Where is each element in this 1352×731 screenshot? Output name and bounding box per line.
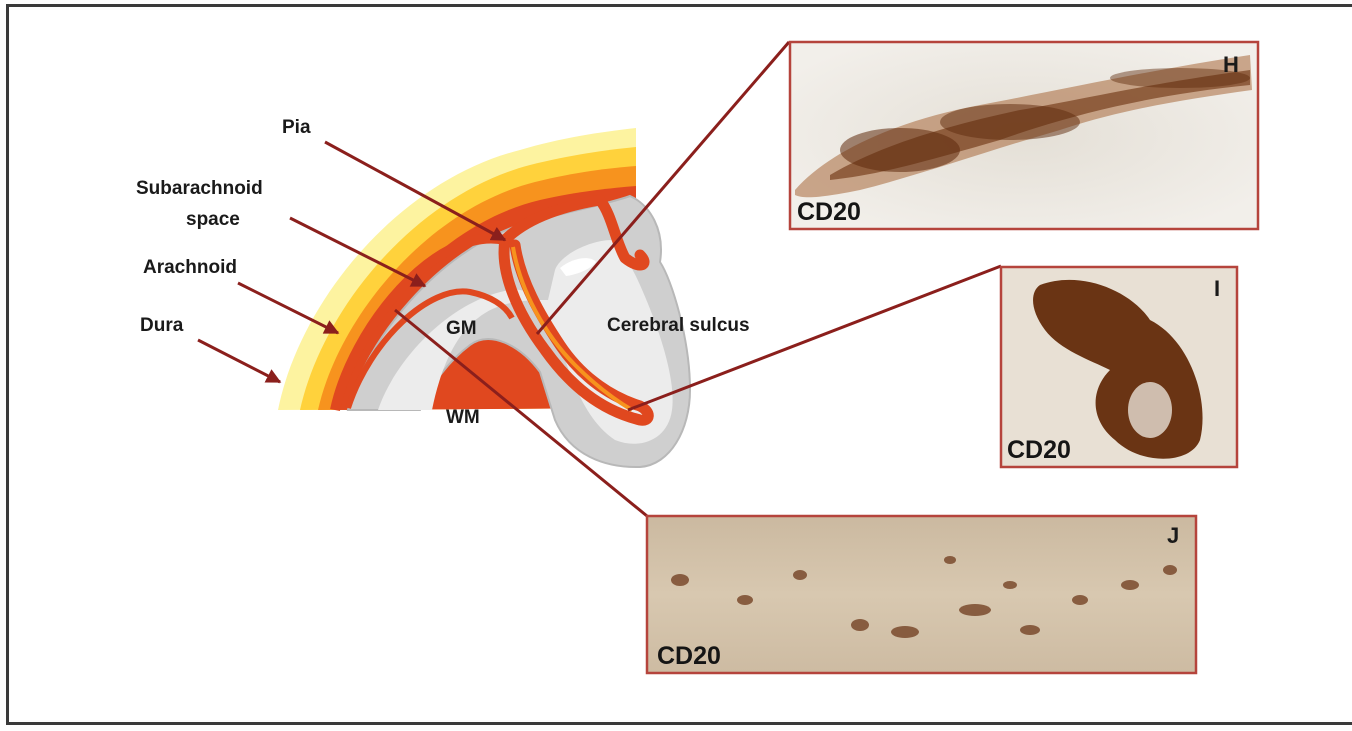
panel-h: H CD20 bbox=[790, 42, 1258, 229]
label-gm: GM bbox=[446, 318, 477, 339]
label-arachnoid: Arachnoid bbox=[143, 257, 237, 278]
panel-i-stain-label: CD20 bbox=[1007, 436, 1071, 464]
label-cerebral-sulcus: Cerebral sulcus bbox=[607, 315, 750, 336]
panel-j-stain-label: CD20 bbox=[657, 642, 721, 670]
panel-i-letter: I bbox=[1214, 276, 1220, 301]
panel-h-stain-label: CD20 bbox=[797, 198, 861, 226]
panel-j-letter: J bbox=[1167, 523, 1179, 548]
panel-i: I CD20 bbox=[1001, 267, 1237, 467]
panel-h-letter: H bbox=[1223, 52, 1239, 77]
panel-j: J CD20 bbox=[647, 516, 1196, 673]
label-dura: Dura bbox=[140, 315, 184, 336]
label-wm: WM bbox=[446, 407, 480, 428]
label-subarachnoid-line1: Subarachnoid bbox=[136, 178, 263, 199]
label-subarachnoid-line2: space bbox=[186, 209, 240, 230]
label-pia: Pia bbox=[282, 117, 311, 138]
dura-arrow bbox=[198, 340, 280, 382]
